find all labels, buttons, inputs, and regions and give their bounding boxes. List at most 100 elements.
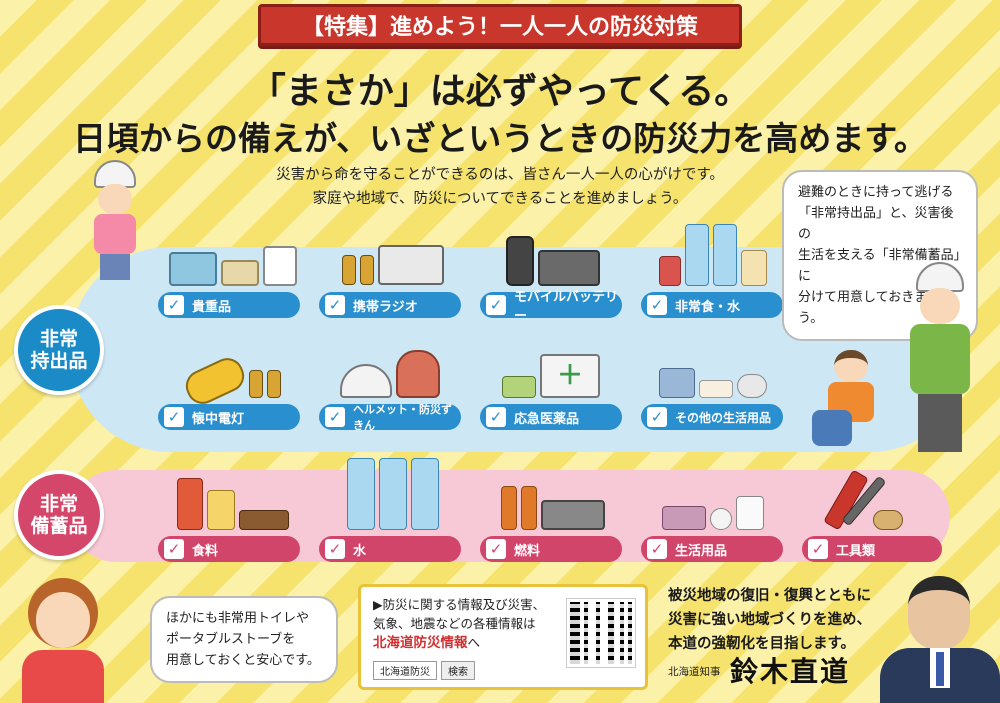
battery-icon <box>266 370 281 398</box>
item-label: 応急医薬品 <box>514 411 580 427</box>
man-with-helmet-illustration <box>900 262 980 452</box>
first-aid-illustration: ＋ <box>486 332 616 398</box>
item-living-goods-stock: ✓ 生活用品 <box>641 536 783 562</box>
rice-pack-icon <box>206 490 235 530</box>
item-label: 生活用品 <box>675 543 728 559</box>
item-label: 水 <box>353 543 367 559</box>
boy-packing-bag-illustration <box>812 350 892 450</box>
chocolate-icon <box>238 510 289 530</box>
checkbox-icon: ✓ <box>808 539 828 559</box>
food-water-illustration <box>650 213 775 286</box>
sweater-icon <box>22 650 104 703</box>
water-bottle-icon <box>712 224 737 286</box>
checkbox-icon: ✓ <box>647 407 667 427</box>
canned-food-icon <box>658 256 681 286</box>
info-text: ▶防災に関する情報及び災害、 気象、地震などの各種情報は 北海道防災情報へ <box>373 595 558 653</box>
item-label: 貴重品 <box>192 299 232 315</box>
carry-out-title-line1: 非常 <box>39 328 78 350</box>
instant-noodle-icon <box>176 478 203 530</box>
item-fuel-stock: ✓ 燃料 <box>480 536 622 562</box>
first-aid-kit-icon: ＋ <box>540 354 600 398</box>
bubble-left-line3: 用意しておくと安心です。 <box>166 653 320 668</box>
banknote-icon <box>220 260 259 286</box>
necktie-icon <box>936 652 944 686</box>
tools-illustration <box>815 452 925 531</box>
helmet-hood-illustration <box>325 338 455 398</box>
water-stock-illustration <box>330 448 455 530</box>
item-water-stock: ✓ 水 <box>319 536 461 562</box>
checkbox-icon: ✓ <box>164 539 184 559</box>
search-input[interactable]: 北海道防災 <box>373 661 437 680</box>
pants-icon <box>100 254 130 280</box>
item-label: その他の生活用品 <box>675 410 772 425</box>
item-first-aid: ✓ 応急医薬品 <box>480 404 622 430</box>
blanket-icon <box>662 506 706 530</box>
bubble-left-line1: ほかにも非常用トイレや <box>166 611 310 626</box>
face-icon <box>834 350 868 382</box>
daily-goods-illustration <box>648 330 778 398</box>
bubble-left-line2: ポータブルストーブを <box>166 632 296 647</box>
checkbox-icon: ✓ <box>486 407 506 427</box>
governor-photo <box>880 572 1000 703</box>
bubble-right-line2: 「非常持出品」と、災害後の <box>798 206 954 242</box>
radio-icon <box>377 245 444 285</box>
carry-out-section-title: 非常 持出品 <box>14 305 104 395</box>
checkbox-icon: ✓ <box>647 295 667 315</box>
girl-with-helmet-illustration <box>80 160 150 280</box>
checkbox-icon: ✓ <box>325 407 345 427</box>
toilet-paper-icon <box>710 508 732 530</box>
item-food-water: ✓ 非常食・水 <box>641 292 783 318</box>
portable-stove-icon <box>540 500 605 530</box>
face-icon <box>908 576 970 650</box>
backpack-icon <box>94 214 136 254</box>
checkbox-icon: ✓ <box>486 295 506 315</box>
water-bottle-icon <box>378 458 407 530</box>
power-bank-icon <box>537 250 600 286</box>
bankbook-icon <box>168 252 217 286</box>
item-label: ヘルメット・防災ずきん <box>353 403 452 432</box>
ration-pack-icon <box>740 250 767 286</box>
item-helmet-hood: ✓ ヘルメット・防災ずきん <box>319 403 461 432</box>
medicine-box-icon <box>502 376 536 398</box>
qr-code-icon[interactable] <box>566 598 636 668</box>
bubble-right-line1: 避難のときに持って逃げる <box>798 185 954 200</box>
carry-out-title-line2: 持出品 <box>30 350 88 372</box>
governor-message: 被災地域の復旧・復興とともに 災害に強い地域づくりを進め、 本道の強靭化を目指し… <box>668 584 898 656</box>
battery-icon <box>248 370 263 398</box>
towel-icon <box>699 380 733 398</box>
fuel-stock-illustration <box>490 452 615 530</box>
checkbox-icon: ✓ <box>647 539 667 559</box>
item-portable-radio: ✓ 携帯ラジオ <box>319 292 461 318</box>
hokkaido-disaster-info-link[interactable]: 北海道防災情報 <box>373 635 468 651</box>
battery-icon <box>359 255 374 285</box>
item-label: 懐中電灯 <box>192 411 245 427</box>
checkbox-icon: ✓ <box>486 539 506 559</box>
pants-icon <box>918 394 962 452</box>
item-valuables: ✓ 貴重品 <box>158 292 300 318</box>
insurance-card-icon <box>262 246 297 286</box>
governor-line3: 本道の強靭化を目指します。 <box>668 636 856 652</box>
food-stock-illustration <box>165 448 300 530</box>
checkbox-icon: ✓ <box>325 295 345 315</box>
bubble-right-line3: 生活を支える「非常備蓄品」に <box>798 248 961 284</box>
water-bottle-icon <box>346 458 375 530</box>
item-mobile-battery: ✓ モバイルバッテリー <box>480 290 622 324</box>
info-suffix: へ <box>467 635 481 650</box>
flashlight-illustration <box>165 336 300 410</box>
backpack-icon <box>812 410 852 446</box>
lead-line2: 家庭や地域で、防災についてできることを進めましょう。 <box>312 191 688 207</box>
item-label: 燃料 <box>514 543 541 559</box>
stockpile-title-line1: 非常 <box>39 493 78 515</box>
item-flashlight: ✓ 懐中電灯 <box>158 404 300 430</box>
item-other-daily-goods: ✓ その他の生活用品 <box>641 404 783 430</box>
living-goods-illustration <box>648 452 778 530</box>
stockpile-title-line2: 備蓄品 <box>30 515 88 537</box>
plastic-bag-icon <box>736 496 764 530</box>
checkbox-icon: ✓ <box>325 539 345 559</box>
rope-icon <box>873 510 903 530</box>
woman-illustration <box>8 578 118 703</box>
radio-illustration <box>330 225 455 285</box>
search-button[interactable]: 検索 <box>441 661 475 680</box>
valuables-illustration <box>165 222 300 286</box>
face-icon <box>98 184 132 214</box>
